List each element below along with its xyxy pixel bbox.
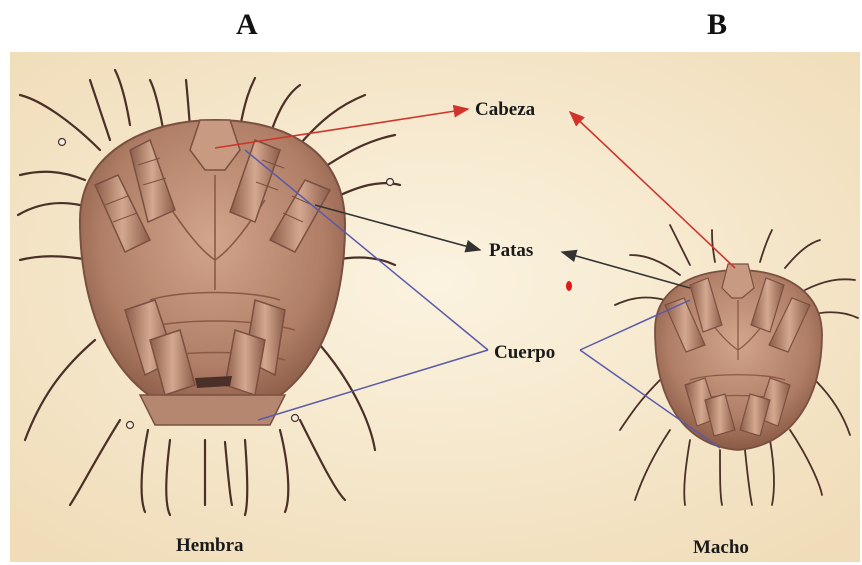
label-body: Cuerpo bbox=[494, 342, 555, 364]
label-male: Macho bbox=[693, 537, 749, 559]
red-dot-marker bbox=[566, 281, 572, 291]
label-head: Cabeza bbox=[475, 99, 535, 121]
label-legs: Patas bbox=[489, 240, 533, 262]
panel-letter-b: B bbox=[707, 8, 727, 42]
label-female: Hembra bbox=[176, 535, 244, 557]
panel-letter-a: A bbox=[236, 8, 258, 42]
